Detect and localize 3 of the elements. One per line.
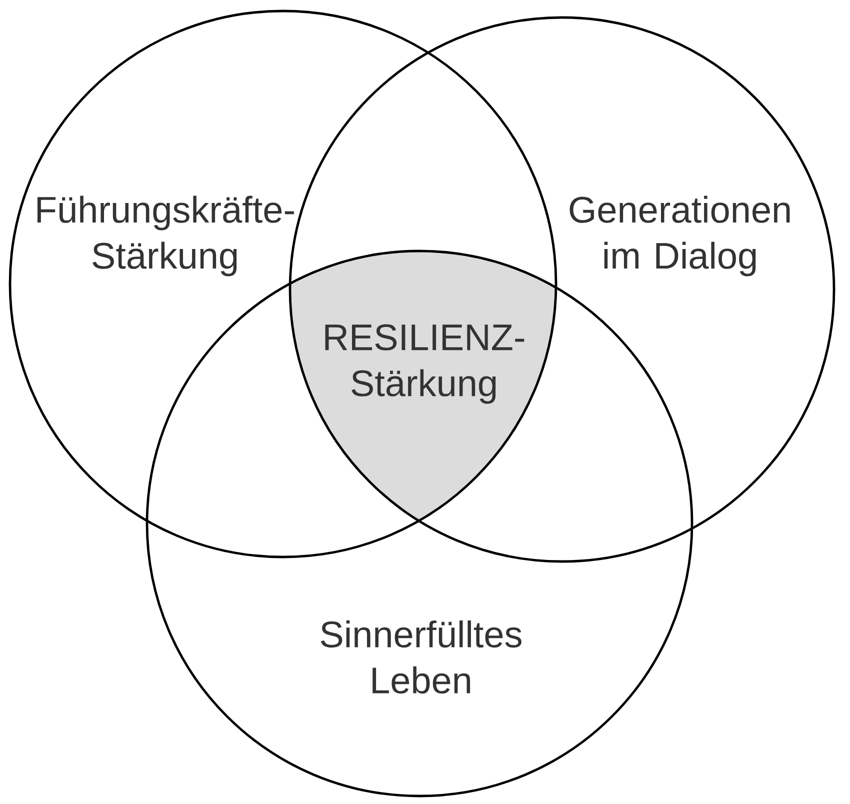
intersection-region: RESILIENZ- Stärkung xyxy=(290,251,556,521)
set-label: Generationen im Dialog xyxy=(570,196,790,276)
set-label: Sinnerfülltes Leben xyxy=(320,620,522,694)
